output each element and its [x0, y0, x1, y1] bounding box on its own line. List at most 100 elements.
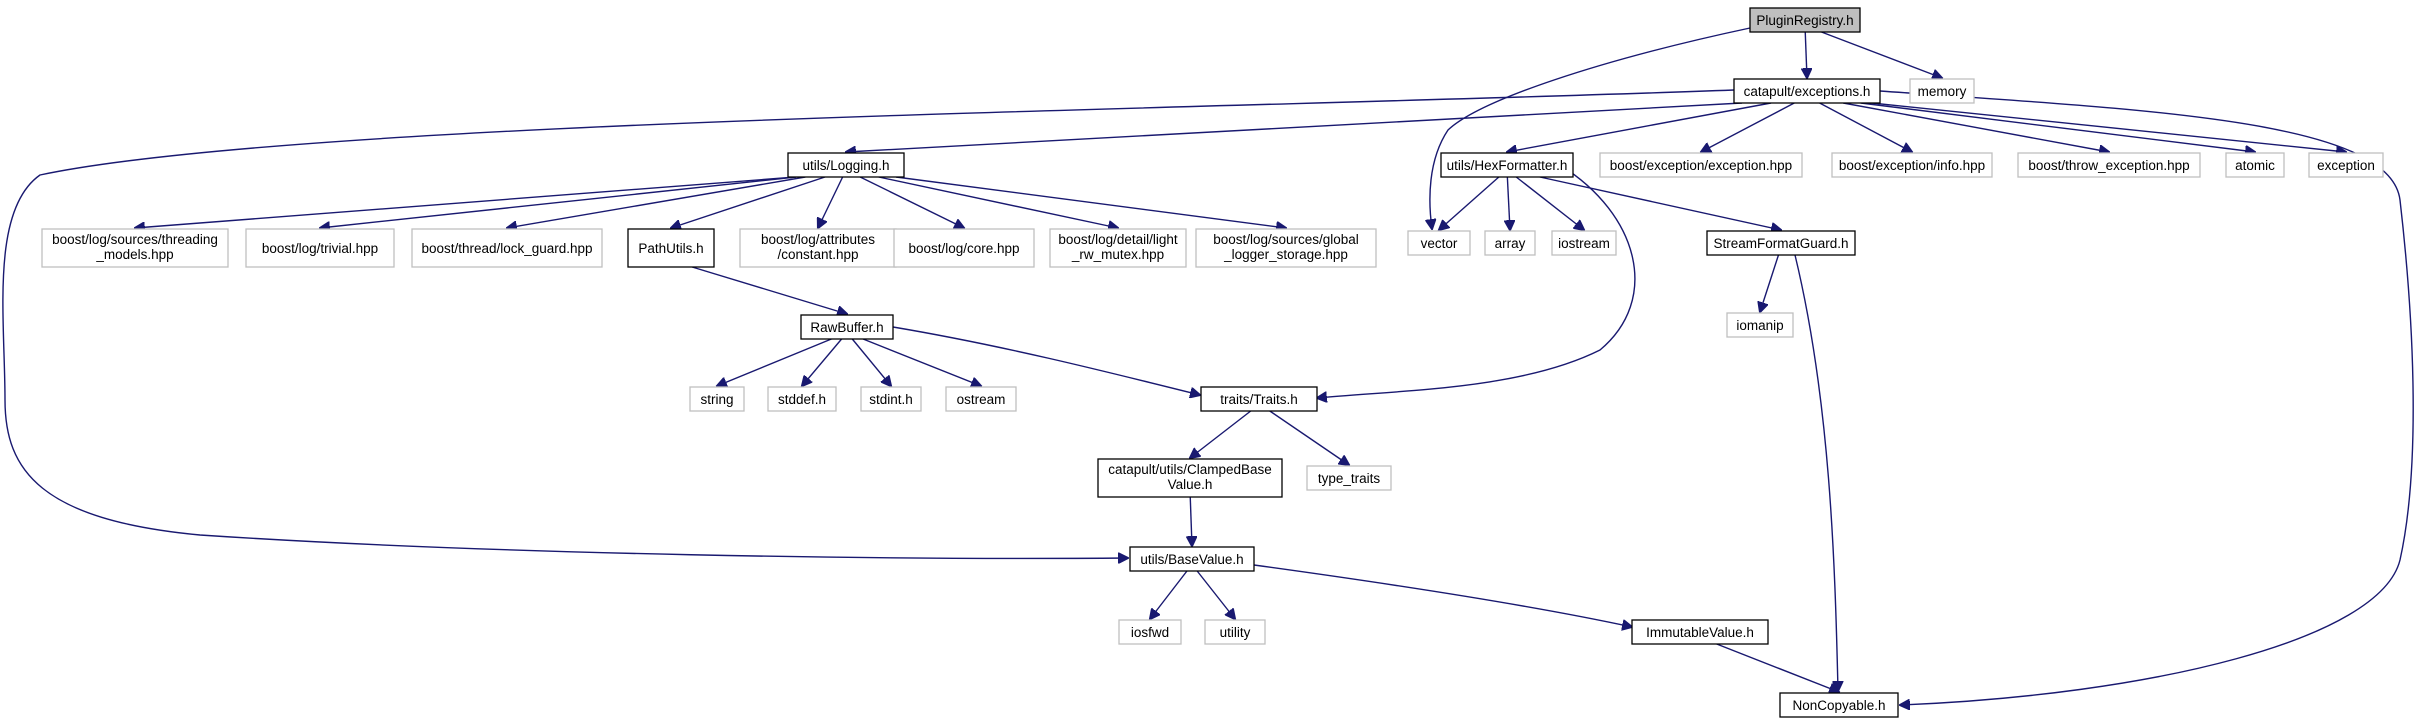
- edge-hexformatter-to-array: [1507, 176, 1510, 230]
- edge-plugin_registry-to-vector: [1430, 27, 1751, 229]
- node-pathutils[interactable]: PathUtils.h: [627, 228, 715, 268]
- node-box: [860, 386, 922, 412]
- edge-exceptions-to-boost_exception: [1701, 102, 1795, 152]
- edge-basevalue-to-immutablevalue: [1253, 564, 1632, 627]
- node-label: utils/HexFormatter.h: [1447, 158, 1568, 173]
- node-trivial: boost/log/trivial.hpp: [245, 228, 395, 268]
- node-label: NonCopyable.h: [1792, 698, 1885, 713]
- edge-exceptions-to-boost_throw: [1843, 102, 2109, 152]
- edge-rawbuffer-to-stddef: [802, 338, 843, 386]
- node-label: exception: [2317, 158, 2375, 173]
- edge-rawbuffer-to-traits: [892, 326, 1200, 395]
- node-box: [1706, 230, 1856, 256]
- node-box: [1551, 230, 1617, 256]
- edge-streamformatguard-to-noncopyable: [1794, 254, 1838, 691]
- node-iomanip: iomanip: [1726, 312, 1794, 338]
- node-box: [739, 228, 897, 268]
- edge-hexformatter-to-streamformatguard: [1539, 176, 1781, 230]
- edge-logging-to-lock_guard: [507, 176, 806, 228]
- node-box: [689, 386, 745, 412]
- node-ostream: ostream: [945, 386, 1017, 412]
- node-label: utility: [1220, 625, 1251, 640]
- node-label: StreamFormatGuard.h: [1713, 236, 1848, 251]
- node-label-line: boost/log/attributes: [761, 232, 875, 247]
- node-label: type_traits: [1318, 471, 1381, 486]
- node-rawbuffer[interactable]: RawBuffer.h: [800, 314, 894, 340]
- node-label: ImmutableValue.h: [1646, 625, 1754, 640]
- node-hexformatter[interactable]: utils/HexFormatter.h: [1440, 152, 1574, 178]
- edge-layer: [2, 27, 2414, 705]
- node-label: boost/log/trivial.hpp: [262, 241, 378, 256]
- node-box: [1831, 152, 1993, 178]
- node-box: [1195, 228, 1377, 268]
- node-label: iomanip: [1736, 318, 1783, 333]
- node-box: [1049, 228, 1187, 268]
- node-iosfwd: iosfwd: [1118, 619, 1182, 645]
- node-label-line: catapult/utils/ClampedBase: [1108, 462, 1272, 477]
- edge-plugin_registry-to-memory: [1821, 31, 1942, 78]
- node-label: traits/Traits.h: [1220, 392, 1298, 407]
- edge-immutablevalue-to-noncopyable: [1716, 643, 1839, 692]
- node-label-line: /constant.hpp: [777, 247, 858, 262]
- edge-hexformatter-to-iostream: [1515, 176, 1584, 230]
- node-stddef: stddef.h: [767, 386, 837, 412]
- node-label: boost/thread/lock_guard.hpp: [421, 241, 592, 256]
- node-box: [627, 228, 715, 268]
- node-noncopyable[interactable]: NonCopyable.h: [1779, 692, 1899, 718]
- edge-hexformatter-to-traits: [1317, 164, 1636, 398]
- node-label: utils/Logging.h: [802, 158, 889, 173]
- node-streamformatguard[interactable]: StreamFormatGuard.h: [1706, 230, 1856, 256]
- edge-exceptions-to-basevalue: [2, 89, 1735, 558]
- node-boost-throw: boost/throw_exception.hpp: [2017, 152, 2201, 178]
- node-basevalue[interactable]: utils/BaseValue.h: [1129, 546, 1255, 572]
- node-label: catapult/exceptions.h: [1744, 84, 1871, 99]
- node-label: stddef.h: [778, 392, 826, 407]
- node-global-logger: boost/log/sources/global_logger_storage.…: [1195, 228, 1377, 268]
- node-threading-models: boost/log/sources/threading_models.hpp: [41, 228, 229, 268]
- edge-logging-to-global_logger: [895, 176, 1286, 228]
- node-iostream: iostream: [1551, 230, 1617, 256]
- edge-logging-to-attributes: [818, 176, 844, 228]
- node-label: boost/exception/info.hpp: [1839, 158, 1985, 173]
- node-plugin-registry[interactable]: PluginRegistry.h: [1749, 7, 1861, 33]
- node-label: ostream: [957, 392, 1006, 407]
- edge-rawbuffer-to-stdint: [851, 338, 891, 386]
- node-immutablevalue[interactable]: ImmutableValue.h: [1631, 619, 1769, 645]
- node-boost-exception: boost/exception/exception.hpp: [1599, 152, 1803, 178]
- node-box: [1909, 78, 1975, 104]
- node-label: PluginRegistry.h: [1756, 13, 1853, 28]
- node-box: [245, 228, 395, 268]
- node-exceptions[interactable]: catapult/exceptions.h: [1733, 78, 1881, 104]
- node-label-line: boost/log/sources/global: [1213, 232, 1359, 247]
- edge-basevalue-to-iosfwd: [1150, 570, 1188, 619]
- node-box: [1726, 312, 1794, 338]
- node-box: [1097, 458, 1283, 498]
- edge-logging-to-rw_mutex: [878, 176, 1118, 228]
- node-exception: exception: [2308, 152, 2384, 178]
- node-box: [1779, 692, 1899, 718]
- node-box: [1129, 546, 1255, 572]
- node-box: [1631, 619, 1769, 645]
- edge-hexformatter-to-vector: [1439, 176, 1500, 230]
- edge-traits-to-type_traits: [1269, 410, 1349, 465]
- edge-exceptions-to-boost_info: [1819, 102, 1912, 152]
- node-box: [1749, 7, 1861, 33]
- node-box: [2225, 152, 2285, 178]
- node-box: [1484, 230, 1536, 256]
- node-label: utils/BaseValue.h: [1140, 552, 1243, 567]
- node-box: [945, 386, 1017, 412]
- node-label: iosfwd: [1131, 625, 1169, 640]
- node-core: boost/log/core.hpp: [893, 228, 1035, 268]
- node-traits[interactable]: traits/Traits.h: [1200, 386, 1318, 412]
- node-logging[interactable]: utils/Logging.h: [787, 152, 905, 178]
- node-label-line: boost/log/sources/threading: [52, 232, 218, 247]
- node-type-traits: type_traits: [1306, 465, 1392, 491]
- node-boost-info: boost/exception/info.hpp: [1831, 152, 1993, 178]
- node-label-line: boost/log/detail/light: [1058, 232, 1178, 247]
- node-label-line: _rw_mutex.hpp: [1071, 247, 1164, 262]
- node-label: boost/throw_exception.hpp: [2028, 158, 2189, 173]
- node-label: atomic: [2235, 158, 2275, 173]
